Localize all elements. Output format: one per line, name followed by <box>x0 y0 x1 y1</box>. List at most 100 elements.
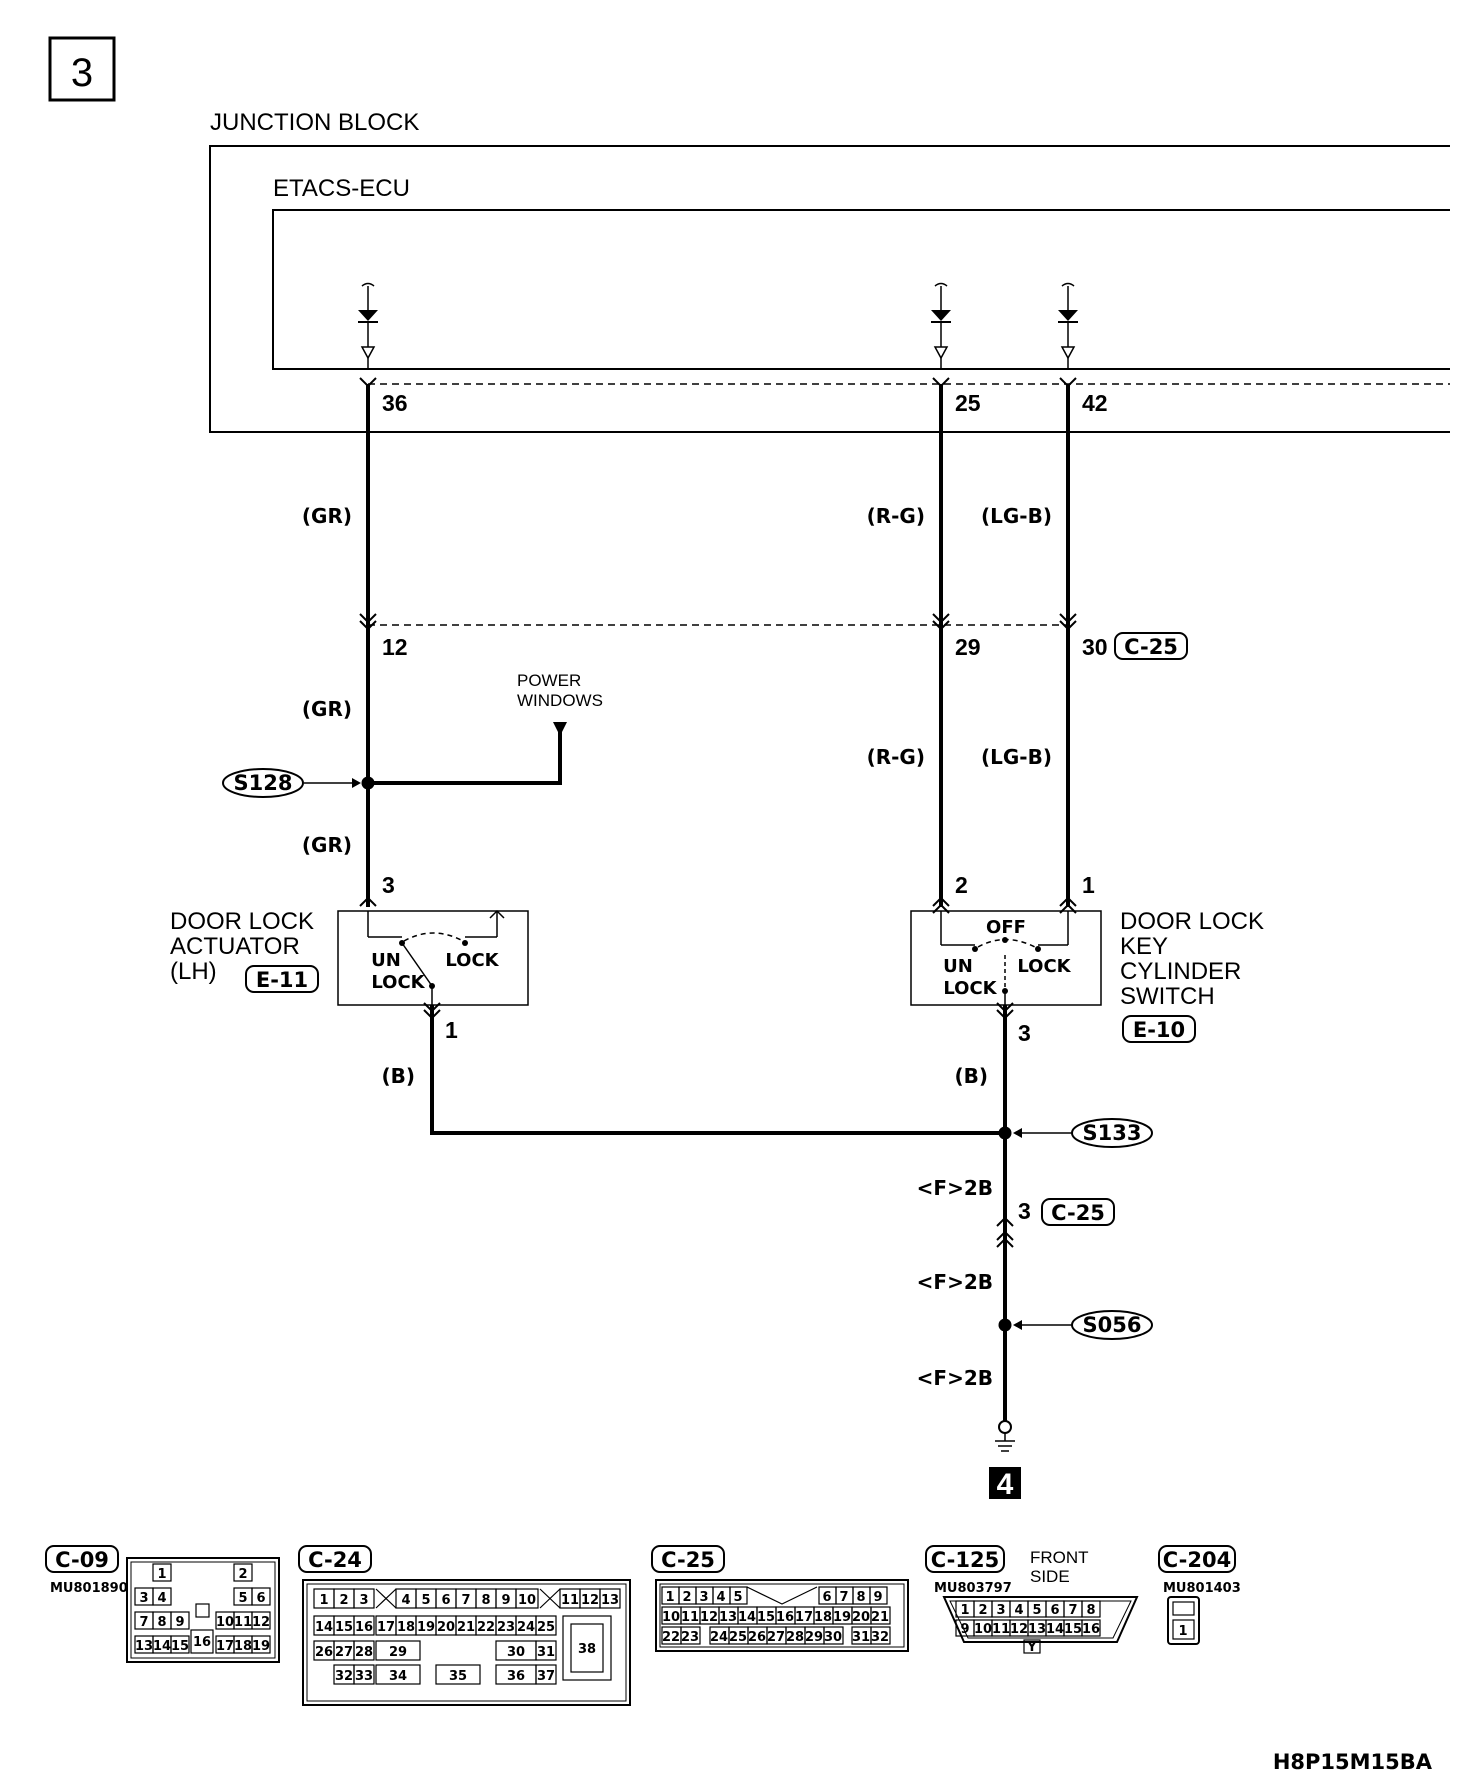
svg-text:C-25: C-25 <box>1124 635 1178 659</box>
svg-text:8: 8 <box>157 1615 166 1630</box>
svg-text:19: 19 <box>252 1639 270 1654</box>
svg-text:6: 6 <box>1050 1603 1059 1618</box>
svg-text:27: 27 <box>335 1645 353 1660</box>
power-windows-label-1: POWER <box>517 671 581 690</box>
ground-connector: 3 C-25 <box>996 1198 1115 1248</box>
svg-text:MU801403: MU801403 <box>1163 1581 1241 1596</box>
svg-text:31: 31 <box>537 1645 555 1660</box>
actuator-title-1: DOOR LOCK <box>170 908 314 935</box>
ecu-terminal-25: 25 <box>955 390 981 416</box>
svg-text:15: 15 <box>1064 1622 1082 1637</box>
connector-c-09: C-09 MU801890 1 2 3 4 5 6 7 8 9 <box>45 1545 280 1663</box>
svg-text:16: 16 <box>193 1635 211 1650</box>
svg-text:29: 29 <box>805 1630 823 1645</box>
wire-color-lgb-2: (LG-B) <box>981 745 1052 769</box>
svg-text:12: 12 <box>581 1593 599 1608</box>
junction-block-label: JUNCTION BLOCK <box>210 109 419 136</box>
wire-color-f2b-1: <F>2B <box>917 1176 993 1200</box>
svg-text:15: 15 <box>335 1620 353 1635</box>
svg-text:1: 1 <box>665 1590 674 1605</box>
svg-text:30: 30 <box>507 1645 525 1660</box>
svg-text:18: 18 <box>814 1610 832 1625</box>
svg-text:10: 10 <box>662 1610 680 1625</box>
wire-color-rg-2: (R-G) <box>867 745 925 769</box>
svg-text:8: 8 <box>856 1590 865 1605</box>
svg-text:20: 20 <box>437 1620 455 1635</box>
page-number: 3 <box>71 51 93 95</box>
svg-text:C-09: C-09 <box>55 1548 109 1572</box>
wire-color-gr-1: (GR) <box>302 504 352 528</box>
svg-text:32: 32 <box>335 1669 353 1684</box>
svg-text:MU801890: MU801890 <box>50 1581 128 1596</box>
svg-text:C-24: C-24 <box>308 1548 362 1572</box>
svg-text:34: 34 <box>389 1669 407 1684</box>
ground-icon <box>995 1420 1015 1452</box>
svg-text:13: 13 <box>135 1639 153 1654</box>
svg-text:10: 10 <box>216 1615 234 1630</box>
svg-text:13: 13 <box>1028 1622 1046 1637</box>
actuator-unlock-1: UN <box>371 950 401 971</box>
svg-text:3: 3 <box>699 1590 708 1605</box>
svg-text:5: 5 <box>1032 1603 1041 1618</box>
ecu-output-42 <box>1058 282 1078 369</box>
svg-text:27: 27 <box>767 1630 785 1645</box>
svg-text:28: 28 <box>786 1630 804 1645</box>
svg-text:12: 12 <box>252 1615 270 1630</box>
svg-text:16: 16 <box>776 1610 794 1625</box>
next-page-marker: 4 <box>989 1467 1021 1501</box>
svg-text:14: 14 <box>315 1620 333 1635</box>
svg-text:13: 13 <box>719 1610 737 1625</box>
ecu-output-symbols <box>358 282 1078 369</box>
svg-text:SIDE: SIDE <box>1030 1567 1070 1586</box>
junction-block: JUNCTION BLOCK ETACS-ECU <box>209 109 1450 433</box>
svg-text:17: 17 <box>377 1620 395 1635</box>
svg-text:7: 7 <box>839 1590 848 1605</box>
power-windows-arrow-icon <box>553 722 567 736</box>
svg-text:FRONT: FRONT <box>1030 1548 1089 1567</box>
svg-text:22: 22 <box>662 1630 680 1645</box>
svg-text:2: 2 <box>682 1590 691 1605</box>
svg-text:10: 10 <box>518 1593 536 1608</box>
svg-text:20: 20 <box>852 1610 870 1625</box>
svg-text:14: 14 <box>1046 1622 1064 1637</box>
wire-color-b-1: (B) <box>381 1064 415 1088</box>
switch-pin-1: 1 <box>1082 872 1095 898</box>
svg-text:9: 9 <box>960 1622 969 1637</box>
svg-text:8: 8 <box>481 1593 490 1608</box>
svg-text:1: 1 <box>157 1567 166 1582</box>
svg-text:21: 21 <box>457 1620 475 1635</box>
svg-text:26: 26 <box>315 1645 333 1660</box>
svg-text:4: 4 <box>716 1590 725 1605</box>
svg-text:6: 6 <box>256 1591 265 1606</box>
ecu-terminal-36: 36 <box>382 390 408 416</box>
wire-color-rg-1: (R-G) <box>867 504 925 528</box>
wire-color-f2b-3: <F>2B <box>917 1366 993 1390</box>
svg-text:4: 4 <box>157 1591 166 1606</box>
svg-text:13: 13 <box>601 1593 619 1608</box>
wire-color-gr-2: (GR) <box>302 697 352 721</box>
svg-text:C-25: C-25 <box>661 1548 715 1572</box>
svg-text:25: 25 <box>729 1630 747 1645</box>
svg-text:11: 11 <box>681 1610 699 1625</box>
svg-text:17: 17 <box>795 1610 813 1625</box>
svg-text:C-204: C-204 <box>1163 1548 1231 1572</box>
svg-text:23: 23 <box>681 1630 699 1645</box>
inline-pin-12: 12 <box>382 634 408 660</box>
svg-text:9: 9 <box>873 1590 882 1605</box>
jb-chevrons <box>359 377 1077 388</box>
svg-text:2: 2 <box>978 1603 987 1618</box>
switch-code: E-10 <box>1133 1018 1185 1042</box>
svg-text:11: 11 <box>561 1593 579 1608</box>
svg-text:23: 23 <box>497 1620 515 1635</box>
svg-text:11: 11 <box>992 1622 1010 1637</box>
switch-pin-2: 2 <box>955 872 968 898</box>
svg-text:18: 18 <box>397 1620 415 1635</box>
svg-text:19: 19 <box>833 1610 851 1625</box>
svg-text:21: 21 <box>871 1610 889 1625</box>
splice-s128: S128 <box>222 768 375 798</box>
svg-text:29: 29 <box>389 1645 407 1660</box>
svg-text:10: 10 <box>974 1622 992 1637</box>
svg-text:4: 4 <box>1014 1603 1023 1618</box>
svg-text:15: 15 <box>171 1639 189 1654</box>
